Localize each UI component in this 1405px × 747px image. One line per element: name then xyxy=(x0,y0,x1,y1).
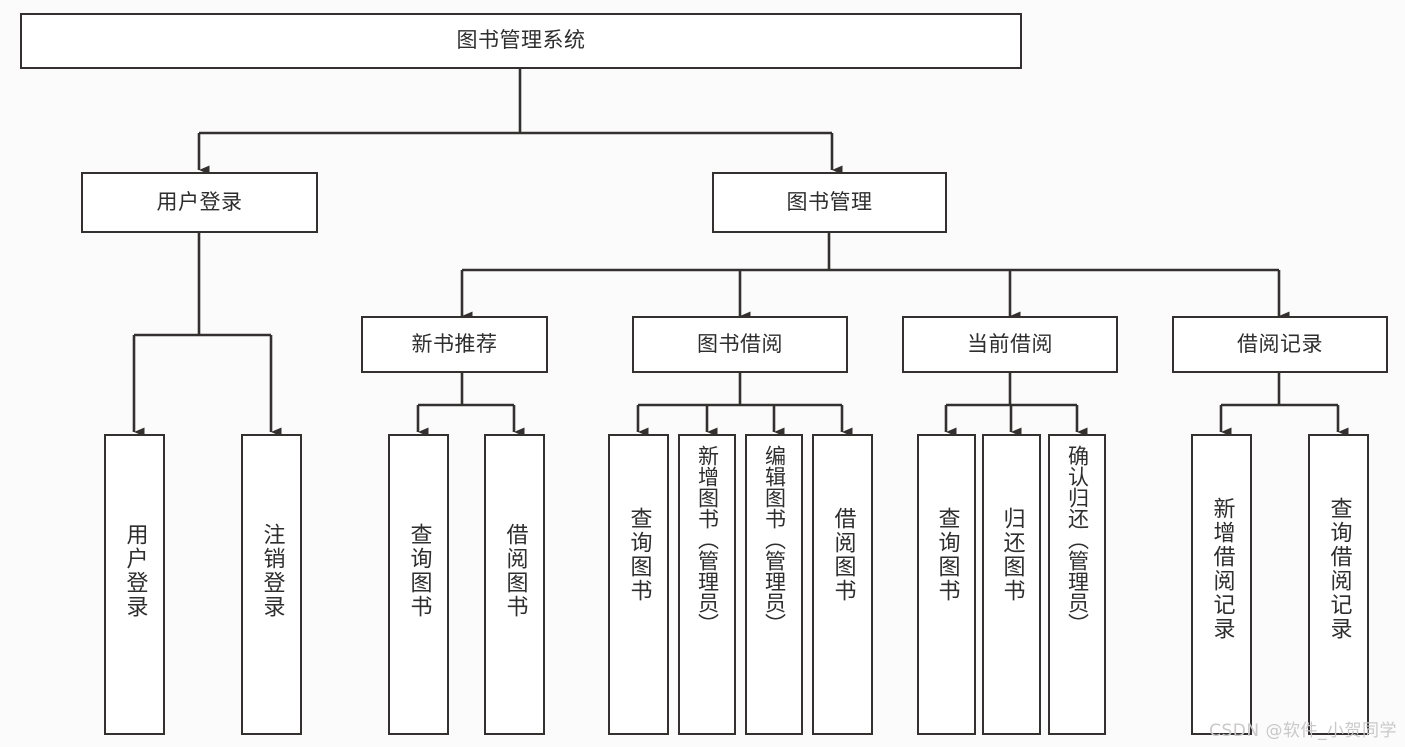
node-root-title[interactable]: 图书管理系统 xyxy=(20,13,1022,69)
leaf-book-borrow-query[interactable]: 查询图书 xyxy=(608,434,669,735)
node-label: 归还图书 xyxy=(999,507,1025,603)
node-label: 图书管理 xyxy=(786,189,873,214)
node-label: 编辑图书（管理员） xyxy=(762,445,787,634)
node-label: 当前借阅 xyxy=(967,331,1053,356)
node-label: 新增图书（管理员） xyxy=(695,445,720,634)
node-label: 借阅图书 xyxy=(502,523,528,619)
node-label: 图书管理系统 xyxy=(456,28,586,53)
leaf-book-borrow-borrow[interactable]: 借阅图书 xyxy=(812,434,873,735)
leaf-new-books-borrow[interactable]: 借阅图书 xyxy=(484,434,545,735)
node-new-book-recommend[interactable]: 新书推荐 xyxy=(361,316,548,373)
leaf-user-login-login[interactable]: 用户登录 xyxy=(104,434,165,735)
leaf-user-login-logout[interactable]: 注销登录 xyxy=(241,434,302,735)
leaf-current-borrow-query[interactable]: 查询图书 xyxy=(917,434,976,735)
node-label: 确认归还（管理员） xyxy=(1065,445,1090,634)
node-label: 新书推荐 xyxy=(411,331,498,356)
leaf-current-borrow-return[interactable]: 归还图书 xyxy=(982,434,1041,735)
node-label: 查询借阅记录 xyxy=(1326,497,1352,641)
node-label: 查询图书 xyxy=(934,507,960,603)
node-label: 查询图书 xyxy=(626,507,652,603)
leaf-current-borrow-confirm-return[interactable]: 确认归还（管理员） xyxy=(1048,434,1106,735)
node-label: 查询图书 xyxy=(406,523,432,619)
leaf-borrow-record-add[interactable]: 新增借阅记录 xyxy=(1191,434,1252,735)
csdn-watermark: CSDN @软件_小贺同学 xyxy=(1209,721,1397,741)
node-label: 新增借阅记录 xyxy=(1209,497,1235,641)
node-book-management[interactable]: 图书管理 xyxy=(712,172,947,233)
leaf-book-borrow-edit[interactable]: 编辑图书（管理员） xyxy=(745,434,803,735)
node-label: 用户登录 xyxy=(122,523,148,619)
node-user-login[interactable]: 用户登录 xyxy=(81,172,318,233)
node-label: 用户登录 xyxy=(156,189,243,214)
node-label: 借阅图书 xyxy=(830,507,856,603)
leaf-borrow-record-query[interactable]: 查询借阅记录 xyxy=(1308,434,1369,735)
leaf-new-books-query[interactable]: 查询图书 xyxy=(388,434,449,735)
node-book-borrow[interactable]: 图书借阅 xyxy=(632,316,848,373)
node-label: 注销登录 xyxy=(259,523,285,619)
node-borrow-record[interactable]: 借阅记录 xyxy=(1172,316,1388,373)
node-label: 借阅记录 xyxy=(1237,331,1323,356)
node-current-borrow[interactable]: 当前借阅 xyxy=(902,316,1118,373)
node-label: 图书借阅 xyxy=(697,331,783,356)
leaf-book-borrow-add[interactable]: 新增图书（管理员） xyxy=(678,434,736,735)
